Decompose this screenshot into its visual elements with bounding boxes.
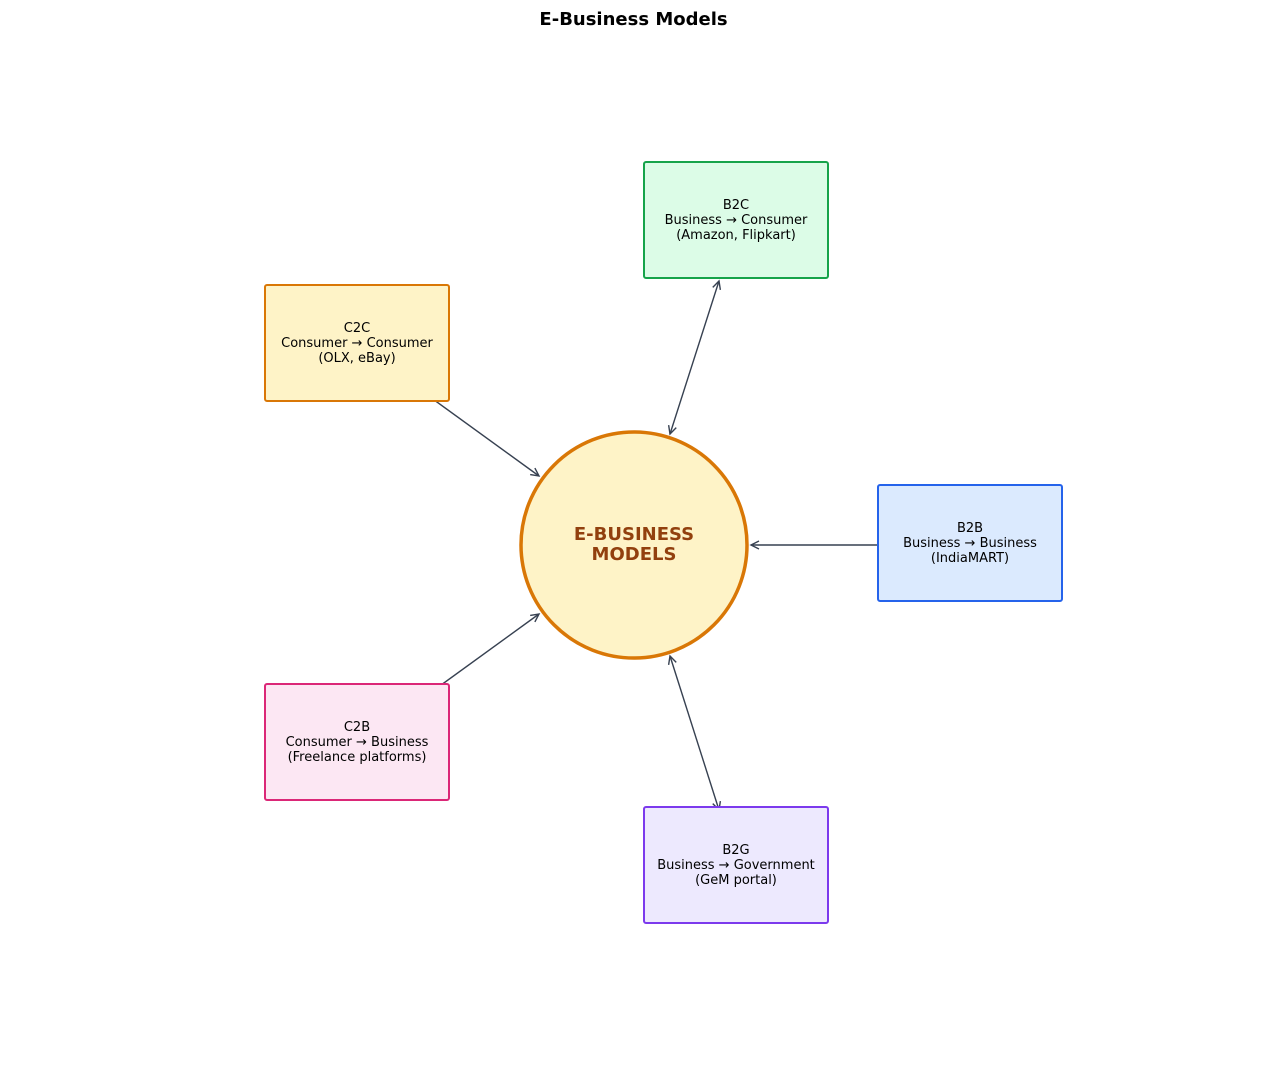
model-example: (IndiaMART) [930,550,1010,566]
model-example: (GeM portal) [695,872,777,888]
connector-b2g [667,654,722,812]
model-example: (Amazon, Flipkart) [676,227,796,243]
model-description: Business → Business [903,535,1037,551]
model-code: B2B [956,520,984,536]
connector-b2c [667,279,722,436]
center-hub-circle [519,430,749,660]
model-code: B2C [722,197,750,213]
model-example: (Freelance platforms) [287,749,427,765]
model-code: B2G [722,842,750,858]
model-box-b2c: B2C Business → Consumer (Amazon, Flipkar… [643,161,829,279]
model-box-b2b: B2B Business → Business (IndiaMART) [877,484,1063,602]
model-description: Business → Consumer [664,212,808,228]
model-description: Consumer → Business [285,734,429,750]
center-hub-line-1: E-BUSINESS [573,524,695,545]
model-code: C2B [343,719,371,735]
model-box-b2g: B2G Business → Government (GeM portal) [643,806,829,924]
model-example: (OLX, eBay) [318,350,396,366]
model-box-c2b: C2B Consumer → Business (Freelance platf… [264,683,450,801]
center-hub-label: E-BUSINESS MODELS [521,432,747,658]
model-box-c2c: C2C Consumer → Consumer (OLX, eBay) [264,284,450,402]
model-description: Business → Government [657,857,815,873]
diagram-title: E-Business Models [539,9,728,30]
center-hub-line-2: MODELS [591,544,677,565]
model-description: Consumer → Consumer [281,335,433,351]
model-code: C2C [343,320,371,336]
